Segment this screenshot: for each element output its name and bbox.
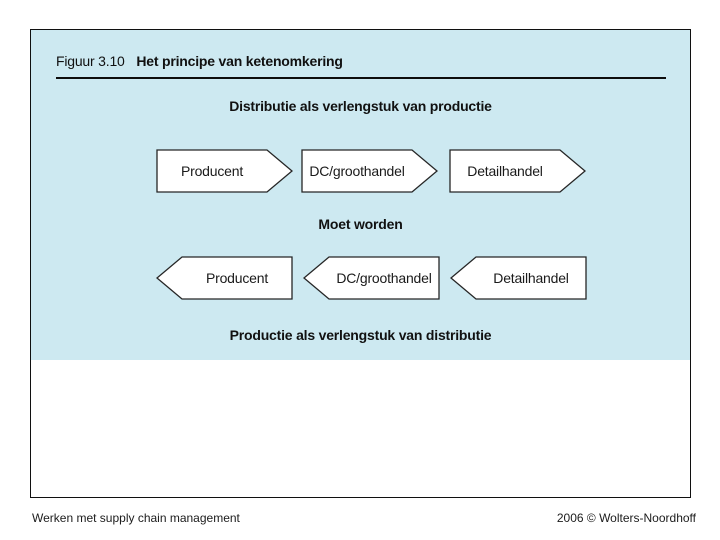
chain-forward-dc-groothandel: DC/groothandel — [301, 149, 438, 193]
arrow-right-shape — [449, 149, 586, 193]
arrow-label: Producent — [180, 163, 244, 179]
arrow-label: DC/groothandel — [309, 163, 405, 179]
arrow-label: Detailhandel — [467, 163, 543, 179]
figure-panel: Figuur 3.10 Het principe van ketenomkeri… — [31, 30, 690, 360]
arrow-right-shape — [156, 149, 293, 193]
title-rule — [56, 77, 666, 79]
chain-reverse-producent: Producent — [156, 256, 293, 300]
footer-copyright: 2006 © Wolters-Noordhoff — [556, 511, 696, 525]
bottom-heading: Productie als verlengstuk van distributi… — [229, 327, 492, 343]
chain-reverse-detailhandel: Detailhandel — [450, 256, 587, 300]
chain-forward-detailhandel: Detailhandel — [449, 149, 586, 193]
figure-caption: Figuur 3.10 Het principe van ketenomkeri… — [56, 52, 343, 70]
middle-text: Moet worden — [318, 216, 403, 232]
arrow-left-shape — [450, 256, 587, 300]
arrow-label: Producent — [205, 270, 269, 286]
top-heading: Distributie als verlengstuk van producti… — [229, 98, 492, 114]
figure-number: Figuur 3.10 — [56, 53, 125, 69]
arrow-left-shape — [303, 256, 440, 300]
arrow-right-shape — [301, 149, 438, 193]
chain-reverse-dc-groothandel: DC/groothandel — [303, 256, 440, 300]
slide-content-box: Figuur 3.10 Het principe van ketenomkeri… — [30, 29, 691, 498]
arrow-label: Detailhandel — [493, 270, 569, 286]
arrow-label: DC/groothandel — [336, 270, 432, 286]
footer-book-title: Werken met supply chain management — [32, 511, 240, 525]
figure-title: Het principe van ketenomkering — [136, 53, 343, 69]
chain-forward-producent: Producent — [156, 149, 293, 193]
arrow-left-shape — [156, 256, 293, 300]
